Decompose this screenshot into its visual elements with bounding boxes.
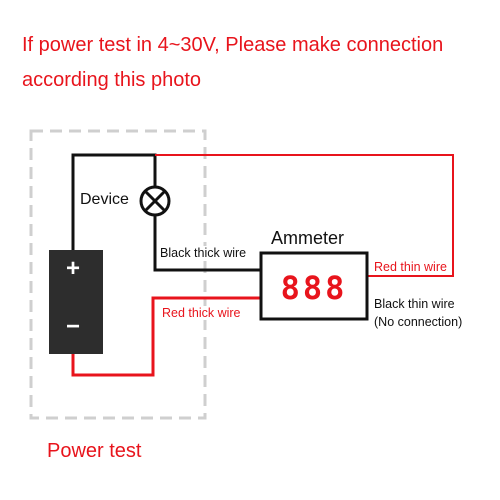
device-lamp-icon xyxy=(139,185,171,217)
headline-line-2: according this photo xyxy=(22,69,202,91)
red-thin-wire xyxy=(155,154,454,277)
red-thin-wire-label: Red thin wire xyxy=(373,260,448,274)
ammeter-label: Ammeter xyxy=(271,228,345,248)
battery-body xyxy=(49,250,103,354)
ammeter-display: 888 xyxy=(281,269,348,307)
power-supply-outline xyxy=(29,129,207,420)
battery-positive-sign: + xyxy=(66,255,81,282)
device-label: Device xyxy=(79,191,130,209)
red-thick-wire xyxy=(71,296,261,377)
ammeter-box xyxy=(259,251,369,321)
footer-caption: Power test xyxy=(47,440,142,462)
black-thick-wire xyxy=(71,153,157,252)
red-thick-wire-label: Red thick wire xyxy=(161,306,242,320)
black-thick-wire-ammeter-lead xyxy=(153,215,261,272)
headline-line-1: If power test in 4~30V, Please make conn… xyxy=(22,34,444,56)
battery-negative-sign: − xyxy=(66,313,81,340)
no-connection-label: (No connection) xyxy=(374,315,463,329)
black-thick-wire-label: Black thick wire xyxy=(159,246,248,260)
black-thin-wire-label: Black thin wire xyxy=(374,297,455,311)
